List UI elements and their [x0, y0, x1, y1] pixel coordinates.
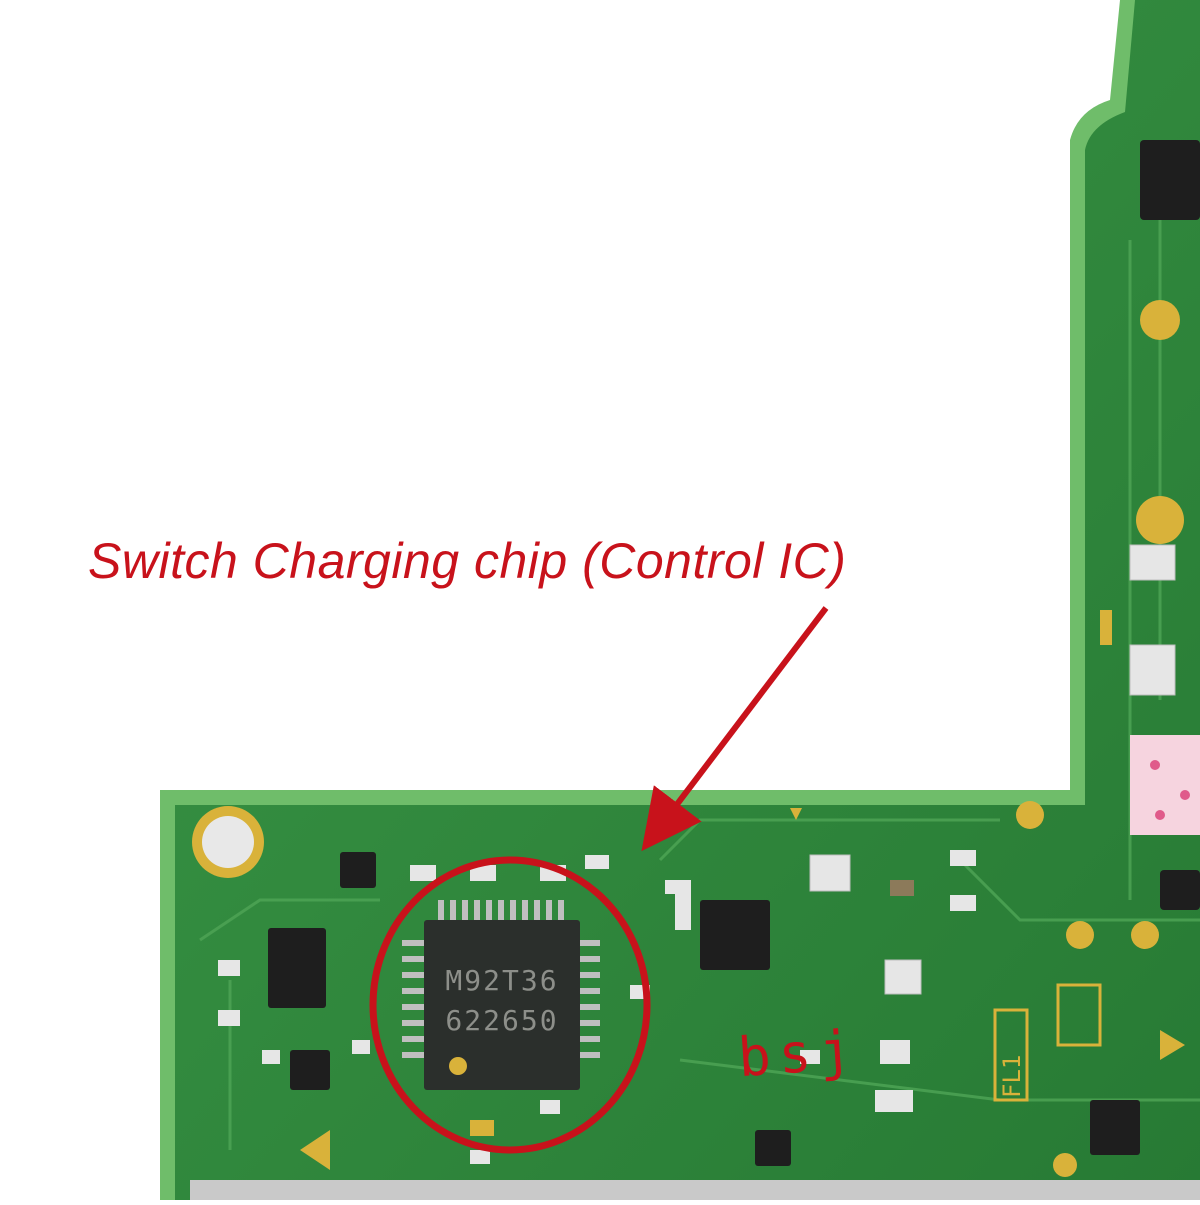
- chip-marking-line2: 622650: [445, 1004, 558, 1037]
- annotation-caption: Switch Charging chip (Control IC): [88, 533, 847, 589]
- highlight-circle: [369, 856, 651, 1154]
- components-bottom: [218, 801, 1185, 1177]
- chip-marking-line1: M92T36: [445, 964, 558, 997]
- pcb-board: [160, 0, 1200, 1200]
- components-right: [1100, 140, 1200, 910]
- charging-chip: M92T36 622650: [402, 900, 600, 1090]
- handwritten-mark: bsj: [735, 1017, 862, 1090]
- pointer-arrow: [641, 606, 829, 852]
- board-marking-fl1: FL1: [998, 1055, 1026, 1098]
